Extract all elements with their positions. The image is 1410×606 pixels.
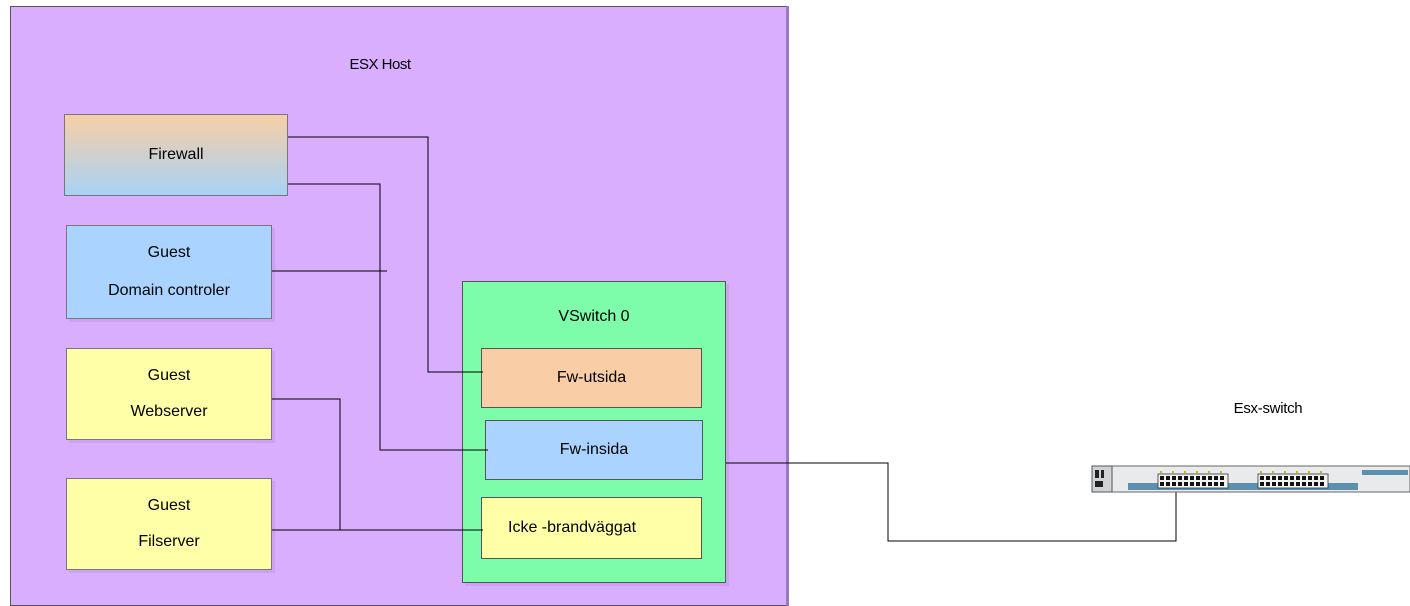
firewall-label: Firewall — [148, 146, 204, 163]
domain-controller-node: Guest Domain controler — [66, 225, 272, 319]
filserver-line1: Guest — [147, 497, 191, 514]
esx-switch-ports — [1160, 476, 1324, 486]
port-fw-utsida: Fw-utsida — [481, 348, 702, 408]
link-webserver — [272, 398, 341, 530]
esx-switch-device — [1091, 465, 1410, 493]
domain-controller-line1: Guest — [147, 244, 191, 261]
link-uplink — [726, 462, 1177, 542]
port-icke-brandvaggat-label: Icke -brandväggat — [508, 519, 637, 536]
filserver-line2: Filserver — [138, 533, 200, 550]
port-fw-insida-label: Fw-insida — [559, 441, 629, 458]
link-firewall-utsida — [288, 136, 483, 373]
esx-switch-label: Esx-switch — [1233, 400, 1303, 417]
filserver-node: Guest Filserver — [66, 478, 272, 570]
vswitch-label: VSwitch 0 — [558, 308, 630, 325]
port-fw-insida: Fw-insida — [485, 420, 703, 480]
webserver-line2: Webserver — [130, 403, 208, 420]
port-fw-utsida-label: Fw-utsida — [556, 369, 627, 386]
domain-controller-line2: Domain controler — [108, 282, 230, 299]
esx-host-shadow — [786, 6, 789, 606]
webserver-line1: Guest — [147, 367, 191, 384]
link-firewall-insida — [288, 183, 488, 451]
webserver-node: Guest Webserver — [66, 348, 272, 440]
port-icke-brandvaggat: Icke -brandväggat — [481, 497, 702, 559]
esx-host-label: ESX Host — [349, 56, 411, 73]
firewall-node: Firewall — [64, 114, 288, 196]
